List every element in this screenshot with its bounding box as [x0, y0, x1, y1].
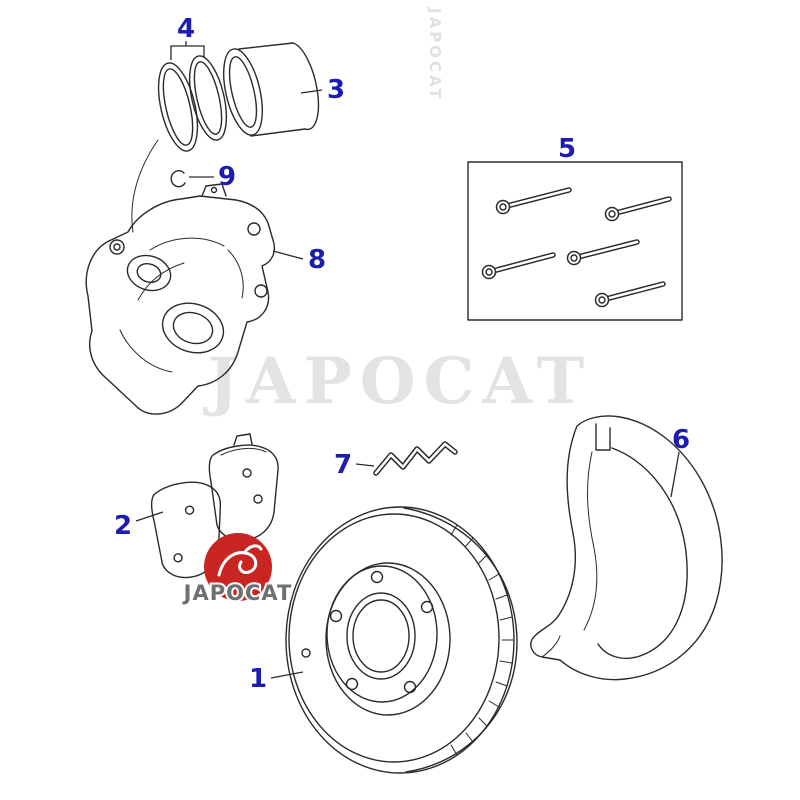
callout-3-number: 3 [327, 75, 345, 105]
pin-kit-box [467, 161, 683, 321]
pin-5 [594, 281, 666, 308]
part-brake-caliper [85, 183, 276, 415]
part-caliper-piston [223, 42, 320, 137]
corner-watermark-text: JAPOCAT [426, 7, 444, 102]
pad-front [208, 433, 279, 541]
disc-vent-hatching [450, 524, 515, 756]
callout-9-number: 9 [218, 162, 236, 192]
pad-rear [149, 480, 225, 580]
part-retaining-pin-kit [467, 161, 683, 321]
logo-squiggle-tail-icon [243, 544, 263, 554]
callout-8-number: 8 [308, 245, 326, 275]
part-anti-rattle-spring [373, 441, 458, 476]
callout-1-number: 1 [249, 664, 267, 694]
callout-6-number: 6 [672, 425, 690, 455]
part-splash-shield [530, 415, 723, 681]
watermark-text: JAPOCAT [203, 344, 593, 419]
callout-5: 5 [558, 134, 576, 164]
callout-7: 7 [334, 450, 375, 480]
callout-8: 8 [272, 245, 326, 275]
callout-7-number: 7 [334, 450, 352, 480]
callout-5-number: 5 [558, 134, 576, 164]
callout-1: 1 [249, 664, 304, 694]
part-brake-pads [149, 433, 279, 580]
callout-2: 2 [114, 511, 164, 541]
callout-2-number: 2 [114, 511, 132, 541]
callout-9: 9 [189, 162, 236, 192]
pin-4 [566, 239, 640, 266]
part-piston-seal-kit [157, 55, 228, 152]
callout-6: 6 [670, 425, 690, 498]
logo-squiggle-icon [217, 551, 258, 577]
logo-wordmark: JAPOCAT [182, 581, 293, 605]
brand-logo: JAPOCAT [180, 533, 293, 607]
guide-arc [131, 139, 159, 233]
callout-4-number: 4 [177, 14, 195, 44]
callouts: 1 2 3 4 5 6 7 [114, 14, 690, 694]
callout-3: 3 [300, 75, 345, 105]
pin-1 [495, 187, 572, 215]
part-seal-ring [170, 169, 186, 188]
callout-4: 4 [170, 14, 205, 60]
pin-3 [481, 252, 556, 280]
pin-2 [604, 196, 672, 222]
part-brake-disc [285, 506, 518, 774]
